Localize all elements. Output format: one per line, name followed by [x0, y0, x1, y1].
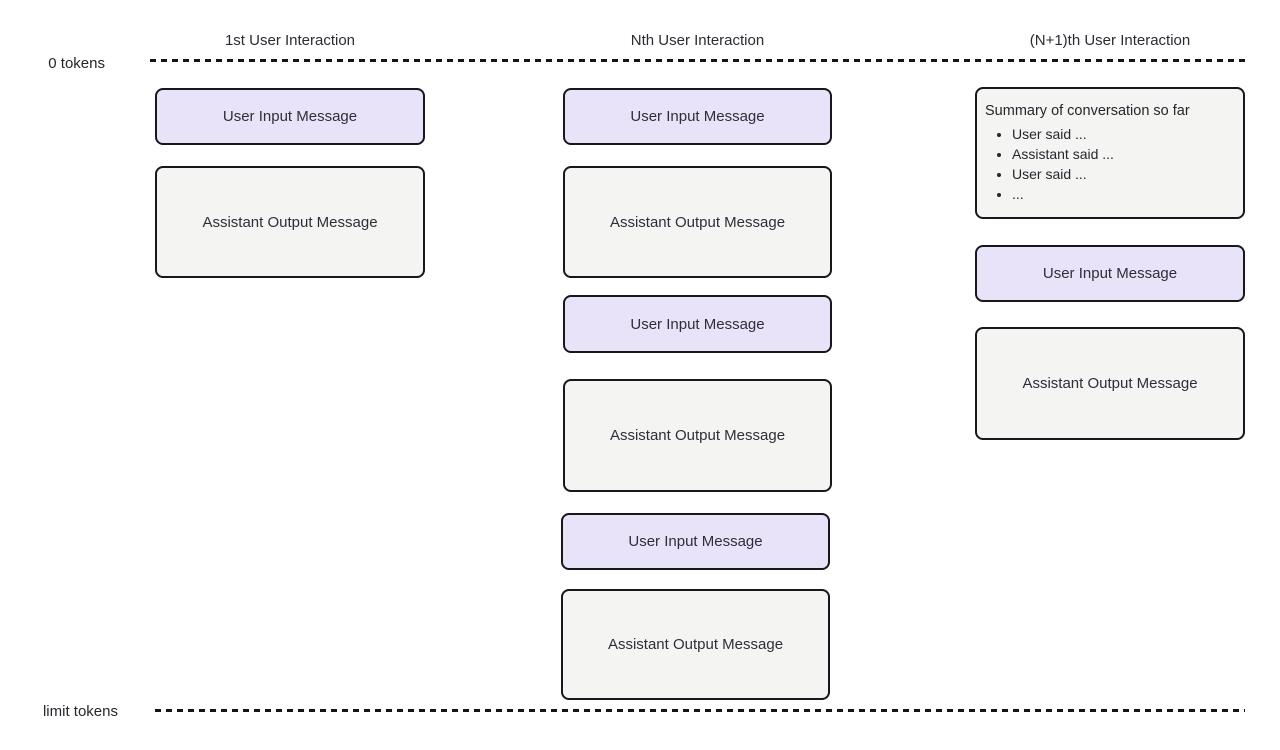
- assistant-output-message-box: Assistant Output Message: [975, 327, 1245, 440]
- message-box-label: Assistant Output Message: [609, 427, 786, 444]
- column-header-nth-interaction: Nth User Interaction: [630, 32, 765, 49]
- message-box-label: Assistant Output Message: [609, 213, 786, 231]
- summary-bullet: User said ...: [1012, 164, 1235, 184]
- summary-bullet: Assistant said ...: [1012, 144, 1235, 164]
- message-box-label: Assistant Output Message: [1022, 375, 1198, 392]
- column-header-1st-interaction: 1st User Interaction: [224, 32, 356, 49]
- user-input-message-box: User Input Message: [155, 88, 425, 145]
- message-box-label: User Input Message: [630, 108, 765, 125]
- assistant-output-message-box: Assistant Output Message: [563, 379, 832, 492]
- conversation-summary-box: Summary of conversation so far User said…: [975, 87, 1245, 219]
- summary-bullet-list: User said ... Assistant said ... User sa…: [985, 124, 1235, 204]
- zero-tokens-line: [150, 59, 1245, 62]
- user-input-message-box: User Input Message: [563, 88, 832, 145]
- limit-tokens-label: limit tokens: [42, 703, 118, 720]
- summary-title: Summary of conversation so far: [985, 103, 1190, 119]
- message-box-label: User Input Message: [1042, 265, 1178, 282]
- assistant-output-message-box: Assistant Output Message: [155, 166, 425, 278]
- summary-bullet: ...: [1012, 184, 1235, 204]
- summary-bullet: User said ...: [1012, 124, 1235, 144]
- user-input-message-box: User Input Message: [563, 295, 832, 353]
- zero-tokens-label: 0 tokens: [48, 55, 105, 72]
- limit-tokens-line: [155, 709, 1245, 712]
- message-box-label: User Input Message: [222, 108, 358, 125]
- column-header-n-plus-1th-interaction: (N+1)th User Interaction: [1029, 32, 1191, 49]
- message-box-label: Assistant Output Message: [607, 636, 784, 653]
- assistant-output-message-box: Assistant Output Message: [563, 166, 832, 278]
- message-box-label: User Input Message: [630, 315, 765, 333]
- message-box-label: User Input Message: [628, 533, 763, 550]
- user-input-message-box: User Input Message: [561, 513, 830, 570]
- message-box-label: Assistant Output Message: [202, 213, 378, 231]
- assistant-output-message-box: Assistant Output Message: [561, 589, 830, 700]
- user-input-message-box: User Input Message: [975, 245, 1245, 302]
